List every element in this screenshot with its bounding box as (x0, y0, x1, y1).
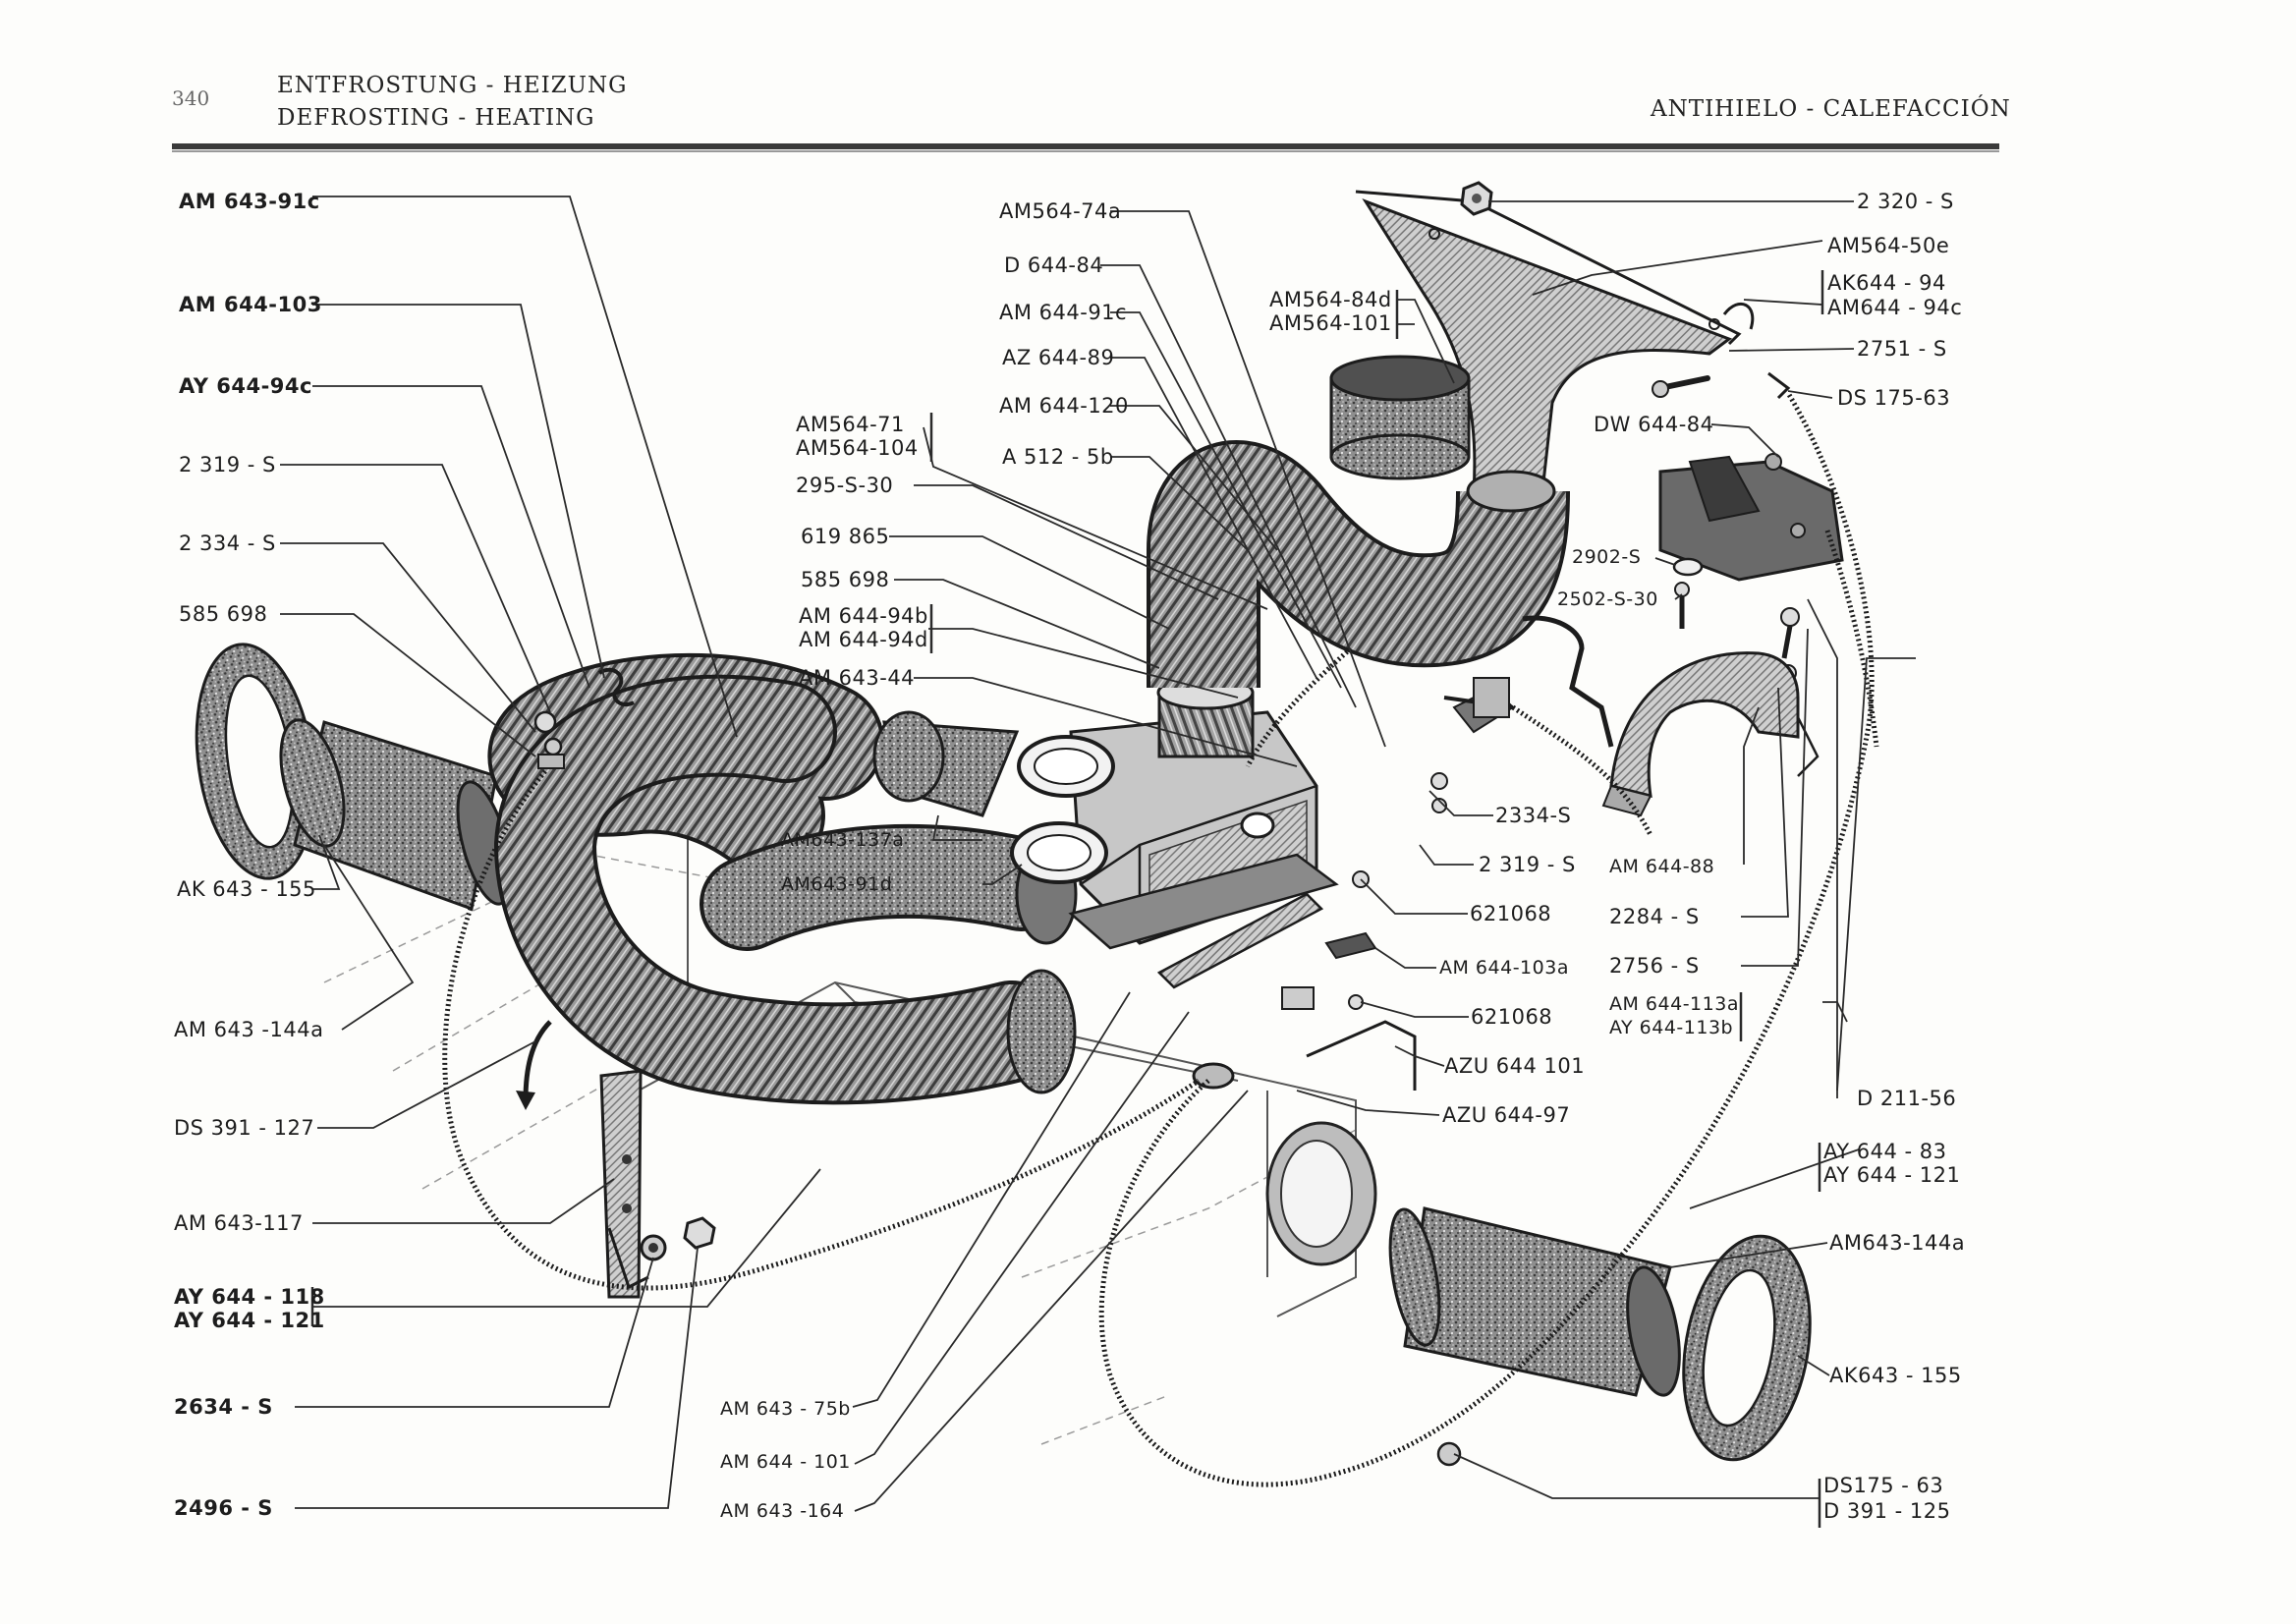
label-azu-644-97: AZU 644-97 (1442, 1103, 1571, 1127)
title-spanish: ANTIHIELO - CALEFACCIÓN (1651, 96, 2011, 122)
label-am564-104: AM564-104 (796, 436, 919, 460)
label-ay-644-94c: AY 644-94c (179, 374, 312, 398)
label-d-644-84: D 644-84 (1004, 253, 1104, 277)
center-hardware (1192, 615, 1614, 1467)
label-ak-643-155-left: AK 643 - 155 (177, 877, 316, 901)
label-ds175-63-bottom: DS175 - 63 (1823, 1474, 1944, 1497)
upper-left-fasteners (533, 667, 635, 769)
label-621068-b: 621068 (1471, 1005, 1553, 1029)
label-am-644-113a: AM 644-113a (1609, 993, 1739, 1015)
defroster-nozzle (1355, 190, 1742, 513)
label-am564-50e: AM564-50e (1827, 234, 1950, 257)
control-cables (442, 391, 1879, 1487)
label-619865: 619 865 (801, 525, 890, 548)
label-am-644-101: AM 644 - 101 (720, 1451, 851, 1473)
label-ds-175-63-top: DS 175-63 (1837, 386, 1951, 410)
label-2902-s: 2902-S (1572, 546, 1642, 568)
label-am564-84d: AM564-84d (1269, 288, 1392, 311)
leader-lines (280, 196, 1916, 1528)
label-2320-s: 2 320 - S (1857, 190, 1954, 213)
s-shaped-hose (1147, 440, 1570, 688)
label-d-211-56: D 211-56 (1857, 1087, 1957, 1110)
page-number: 340 (172, 86, 210, 110)
label-585698-middle: 585 698 (801, 568, 890, 591)
left-ring-gasket (195, 643, 316, 880)
label-am643-144a-right: AM643-144a (1829, 1231, 1966, 1255)
right-ring-gasket (1682, 1234, 1812, 1462)
lever-nuts (640, 1216, 716, 1261)
label-am643-137a: AM643-137a (781, 829, 905, 851)
label-am-644-91c: AM 644-91c (999, 301, 1128, 324)
label-am-644-88: AM 644-88 (1609, 856, 1715, 877)
label-am-643-144a-left: AM 643 -144a (174, 1018, 324, 1041)
label-am-644-94d: AM 644-94d (799, 628, 928, 651)
label-2334-s-left: 2 334 - S (179, 532, 276, 555)
label-az-644-89: AZ 644-89 (1002, 346, 1115, 369)
label-am564-71: AM564-71 (796, 413, 905, 436)
label-am-644-103a: AM 644-103a (1439, 957, 1569, 979)
u-shaped-hose (487, 652, 1077, 1105)
label-a-512-5b: A 512 - 5b (1002, 445, 1114, 469)
label-ay-644-121-left: AY 644 - 121 (174, 1309, 325, 1332)
label-ay-644-113b: AY 644-113b (1609, 1017, 1734, 1038)
label-am-643-75b: AM 643 - 75b (720, 1398, 851, 1420)
label-ay-644-83: AY 644 - 83 (1823, 1140, 1947, 1163)
left-straight-hose (279, 718, 513, 912)
label-295-s-30: 295-S-30 (796, 474, 894, 497)
label-azu-644-101: AZU 644 101 (1444, 1054, 1586, 1078)
label-am-643-44: AM 643-44 (799, 666, 916, 690)
label-am564-74a: AM564-74a (999, 199, 1122, 223)
header-rule (172, 143, 1999, 149)
label-ay-644-121-right: AY 644 - 121 (1823, 1163, 1961, 1187)
header-rule-thin (172, 150, 1999, 152)
label-am-644-103: AM 644-103 (179, 293, 322, 316)
label-d-391-125: D 391 - 125 (1823, 1499, 1951, 1523)
label-2634-s: 2634 - S (174, 1395, 273, 1419)
filter-drum (1329, 355, 1471, 480)
right-straight-hose (1388, 1206, 1681, 1397)
label-621068-a: 621068 (1470, 902, 1552, 925)
label-2319-s-left: 2 319 - S (179, 453, 276, 476)
label-am-643-91c: AM 643-91c (179, 190, 320, 213)
label-585698-left: 585 698 (179, 602, 268, 626)
mounting-bracket-strip (1156, 892, 1417, 1091)
label-2502-s-30: 2502-S-30 (1557, 588, 1658, 610)
label-am-644-120: AM 644-120 (999, 394, 1129, 418)
heater-distribution-box (1010, 675, 1339, 950)
label-dw-644-84: DW 644-84 (1594, 413, 1714, 436)
label-2496-s: 2496 - S (174, 1496, 273, 1520)
label-ak643-155-right: AK643 - 155 (1829, 1364, 1962, 1387)
saddle-clamp (1601, 651, 1820, 817)
control-lever (516, 1020, 649, 1299)
label-ay-644-118: AY 644 - 118 (174, 1285, 325, 1309)
label-am-644-94b: AM 644-94b (799, 604, 928, 628)
label-ds-391-127: DS 391 - 127 (174, 1116, 315, 1140)
label-2284-s: 2284 - S (1609, 905, 1700, 928)
control-bracket (1658, 453, 1844, 582)
label-2319-s-center: 2 319 - S (1479, 853, 1576, 876)
hex-nut-top (1460, 181, 1493, 216)
label-am644-94c: AM644 - 94c (1827, 296, 1963, 319)
label-am643-91d: AM643-91d (781, 873, 893, 895)
label-2751-s: 2751 - S (1857, 337, 1947, 361)
cone-nozzle (872, 710, 1020, 817)
label-ak644-94: AK644 - 94 (1827, 271, 1946, 295)
title-english: DEFROSTING - HEATING (277, 105, 595, 131)
car-body-outline (323, 854, 1357, 1445)
floor-opening (1265, 1121, 1377, 1266)
label-am-643-164: AM 643 -164 (720, 1500, 845, 1522)
label-am-643-117: AM 643-117 (174, 1211, 304, 1235)
label-am564-101: AM564-101 (1269, 311, 1392, 335)
screw-and-clip (1652, 302, 1791, 400)
title-german: ENTFROSTUNG - HEIZUNG (277, 73, 628, 98)
label-2756-s: 2756 - S (1609, 954, 1700, 978)
label-2334-s-center: 2334-S (1495, 804, 1572, 827)
